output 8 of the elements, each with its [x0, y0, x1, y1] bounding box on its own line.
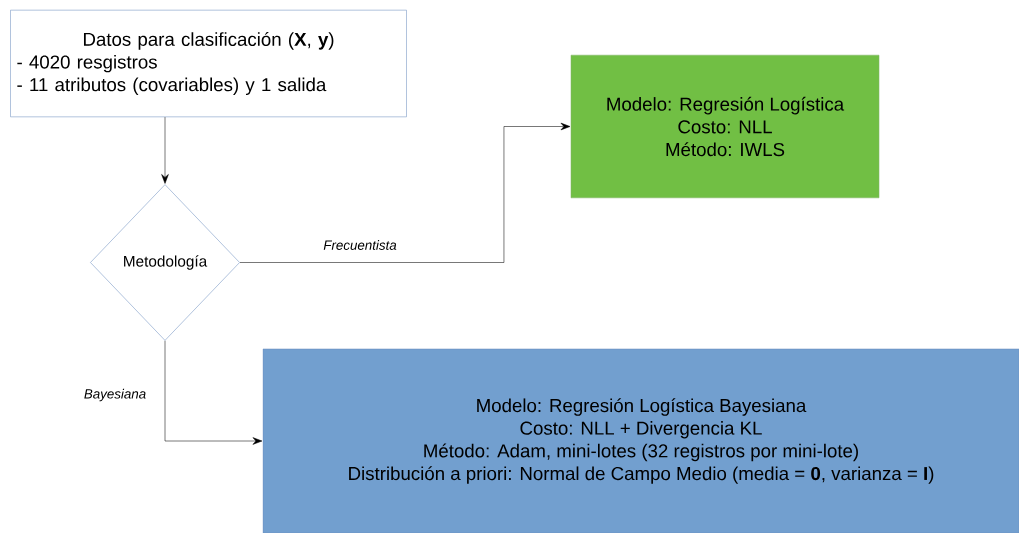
arrow — [239, 122, 571, 263]
edge-label: Bayesiana — [84, 388, 146, 402]
model-box: Modelo: Regresión Logística Costo: NLL Método: IWLS — [570, 54, 880, 199]
arrow — [161, 116, 169, 184]
model-box: Modelo: Regresión Logística Bayesiana Costo: NLL + Divergencia KL Método: Adam, mini-lotes (32 registros por mini-lote) Distribución a priori: Normal de Campo Medio (media = 0, varianza = I) — [262, 348, 1019, 533]
data-box: Datos para clasificación (X, y) - 4020 resgistros - 11 atributos (covariables) y 1 salida — [10, 9, 407, 118]
edge-label: Frecuentista — [323, 240, 397, 250]
arrow — [164, 340, 263, 445]
